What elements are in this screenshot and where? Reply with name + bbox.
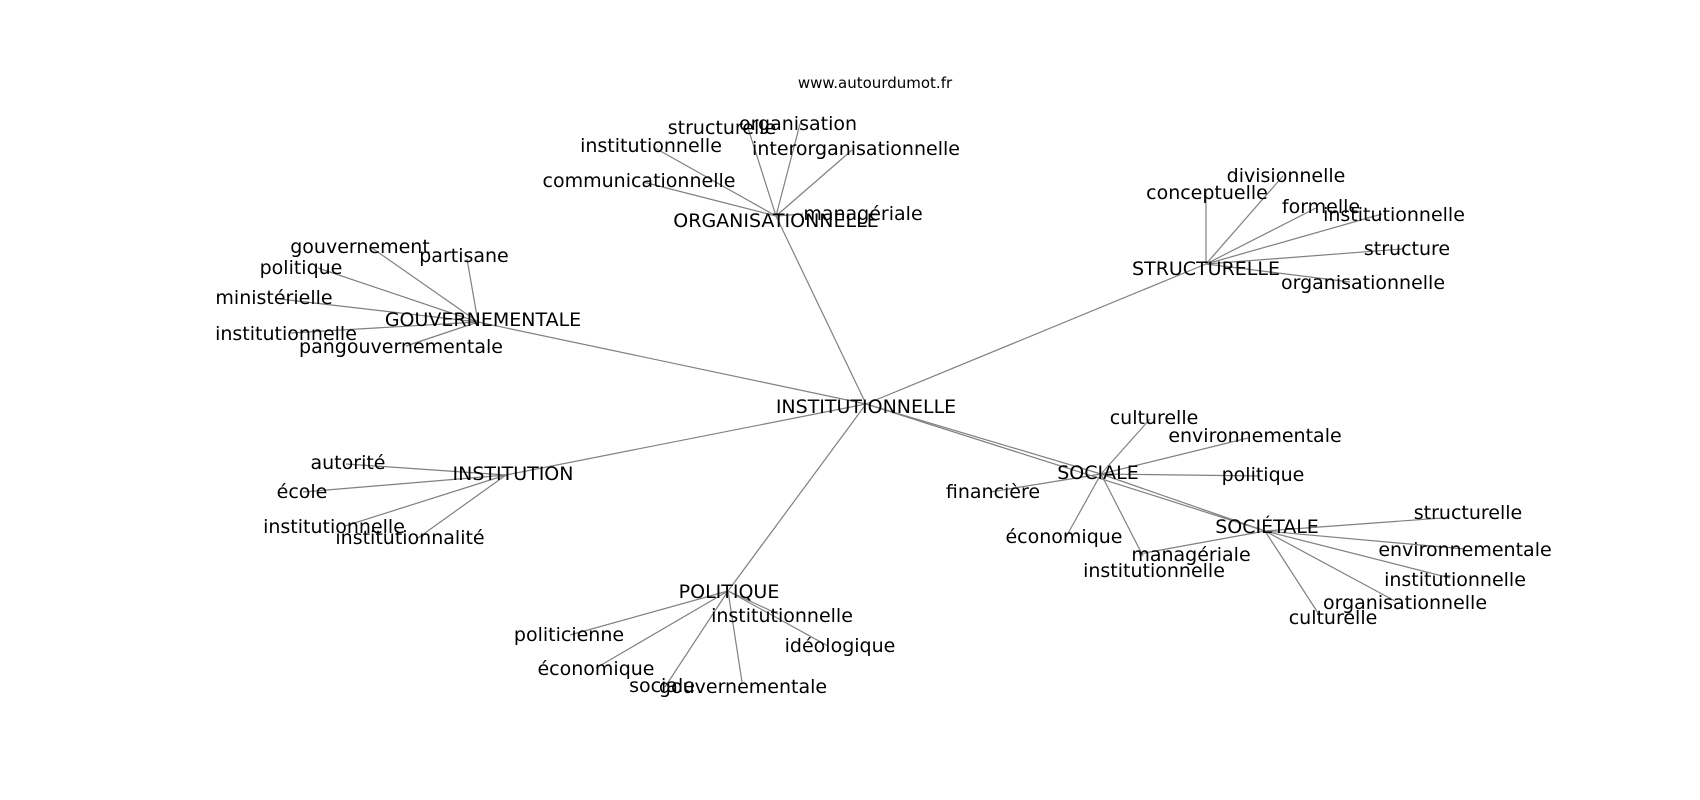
node-label-str-formelle: formelle [1282,196,1360,218]
edge-societale-sct_culturelle [1264,530,1321,617]
edge-sociale-soc_economique [1065,473,1102,538]
label-layer: www.autourdumot.fr INSTITUTIONNELLE ORGAN… [215,74,1552,698]
edge-institutionnelle_center-organisationnelle [775,215,867,405]
node-label-societale: SOCIÉTALE [1215,515,1319,538]
node-label-str-organisationnelle: organisationnelle [1281,272,1445,294]
node-label-gov-ministerielle: ministérielle [215,287,332,309]
node-label-sociale: SOCIALE [1057,462,1138,484]
node-label-org-manageriale: managériale [803,203,922,225]
edge-gouvernementale-gov_ministerielle [279,298,479,323]
edge-gouvernementale-gov_pangouvernementale [405,321,479,347]
edge-institutionnelle_center-institution [505,403,867,476]
edge-organisationnelle-org_manageriale [775,213,804,217]
edge-societale-sct_environnementale [1264,530,1466,550]
edge-politique-pol_economique [595,590,729,669]
node-label-soc-financiere: financière [946,481,1040,503]
edge-organisationnelle-org_interorganisationnelle [775,149,853,217]
edge-gouvernementale-gov_partisane [466,258,479,323]
edge-organisationnelle-org_structurelle [747,127,777,217]
edge-gouvernementale-gov_gouvernement [371,247,479,323]
edge-politique-pol_ideologique [727,590,829,647]
edge-societale-sct_manageriale [1138,530,1266,555]
node-label-gov-gouvernement: gouvernement [290,236,430,258]
node-label-inst-institutionnelle: institutionnelle [263,516,405,538]
edge-organisationnelle-org_communicationnelle [642,181,777,217]
edge-societale-sct_structurelle [1264,517,1443,532]
node-label-soc-environnementale: environnementale [1168,425,1341,447]
edge-sociale-soc_culturelle [1100,418,1151,475]
node-label-str-conceptuelle: conceptuelle [1146,182,1268,204]
edge-institution-inst_institutionnelle [344,474,507,527]
edge-institutionnelle_center-structurelle [865,263,1207,405]
node-label-org-communicationnelle: communicationnelle [543,170,736,192]
edge-politique-pol_politicienne [569,590,729,636]
edge-politique-pol_gouvernementale [727,590,743,683]
edge-gouvernementale-gov_institutionnelle [289,321,479,334]
node-label-sct-environnementale: environnementale [1378,539,1551,561]
node-label-sct-manageriale: managériale [1131,544,1250,566]
edge-politique-pol_institutionnelle [727,590,779,615]
node-label-inst-autorite: autorité [311,452,386,474]
edge-institution-inst_institutionnalite [417,474,507,539]
watermark: www.autourdumot.fr [798,74,953,92]
edge-sociale-soc_institutionnelle [1100,473,1144,557]
edge-gouvernementale-gov_politique [317,267,479,323]
node-label-gov-institutionnelle: institutionnelle [215,323,357,345]
edge-structurelle-str_divisionnelle [1205,175,1284,265]
edge-institutionnelle_center-societale [865,403,1266,532]
edge-societale-sct_organisationnelle [1264,530,1396,602]
edge-sociale-soc_politique [1100,473,1261,477]
edge-structurelle-str_institutionnelle [1205,213,1383,265]
node-label-pol-politicienne: politicienne [514,624,624,646]
edge-societale-sct_institutionnelle [1264,530,1451,579]
node-label-pol-sociale: sociale [629,675,695,697]
edge-sociale-soc_financiere [989,473,1102,493]
node-label-organisationnelle: ORGANISATIONNELLE [673,210,878,232]
edge-layer [279,123,1466,688]
node-label-sct-organisationnelle: organisationnelle [1323,592,1487,614]
edge-organisationnelle-org_institutionnelle [654,147,777,217]
node-label-sct-culturelle: culturelle [1289,607,1378,629]
edge-politique-pol_sociale [664,590,729,688]
edge-organisationnelle-org_organisation [775,123,801,217]
node-label-gov-partisane: partisane [419,245,509,267]
node-label-gov-pangouvernementale: pangouvernementale [299,336,503,358]
node-label-inst-institutionnalite: institutionnalité [335,527,484,549]
edge-institutionnelle_center-gouvernementale [477,321,867,405]
node-label-sct-institutionnelle: institutionnelle [1384,569,1526,591]
node-label-soc-culturelle: culturelle [1110,407,1199,429]
node-label-org-structurelle: structurelle [668,117,776,139]
node-label-soc-politique: politique [1222,464,1305,486]
node-label-institutionnelle-center: INSTITUTIONNELLE [776,396,956,418]
edge-structurelle-str_structure [1205,248,1403,265]
node-label-sct-structurelle: structurelle [1414,502,1522,524]
node-label-str-institutionnelle: institutionnelle [1323,204,1465,226]
node-label-str-structure: structure [1364,238,1450,260]
node-label-gouvernementale: GOUVERNEMENTALE [385,309,581,331]
node-label-pol-ideologique: idéologique [785,635,896,657]
node-label-org-organisation: organisation [739,113,857,135]
node-label-pol-institutionnelle: institutionnelle [711,605,853,627]
node-label-pol-economique: économique [537,658,654,680]
edge-structurelle-str_formelle [1205,207,1317,265]
node-label-institution: INSTITUTION [453,463,574,485]
node-label-politique: POLITIQUE [679,581,780,603]
edge-structurelle-str_organisationnelle [1205,263,1351,283]
node-label-structurelle: STRUCTURELLE [1132,258,1280,280]
node-label-org-interorganisationnelle: interorganisationnelle [752,138,960,160]
node-label-soc-institutionnelle: institutionnelle [1083,560,1225,582]
edge-sociale-soc_environnementale [1100,437,1249,475]
node-label-soc-economique: économique [1005,526,1122,548]
node-label-str-divisionnelle: divisionnelle [1227,165,1346,187]
edge-institution-inst_ecole [302,474,507,493]
node-label-org-institutionnelle: institutionnelle [580,135,722,157]
edge-institution-inst_autorite [345,463,507,476]
node-label-inst-ecole: école [277,481,328,503]
edge-institutionnelle_center-politique [727,403,867,592]
edge-institutionnelle_center-sociale [865,403,1102,475]
node-label-gov-politique: politique [260,257,343,279]
edge-sociale-societale [1100,473,1266,532]
node-label-pol-gouvernementale: gouvernementale [659,676,827,698]
